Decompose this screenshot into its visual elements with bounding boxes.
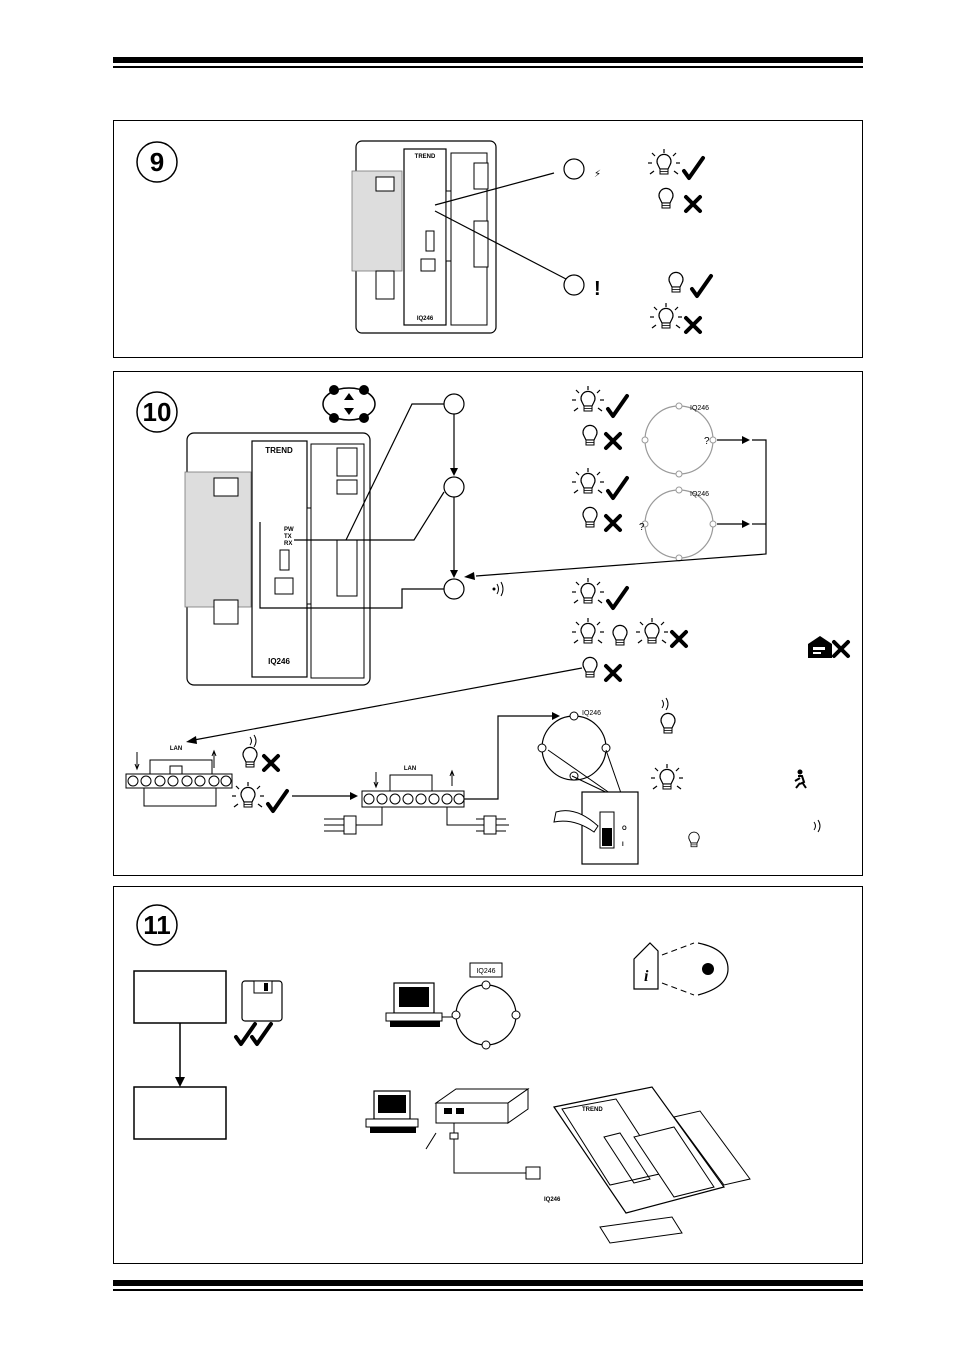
ring-topology-icon xyxy=(322,385,376,423)
lan-ring-1: IQ246 ? xyxy=(641,402,717,478)
warning-icon: ! xyxy=(594,278,601,300)
flow-box-top xyxy=(133,970,227,1024)
step-11-panel: 11 IQ246 i xyxy=(113,886,863,1264)
ring-4-label: IQ246 xyxy=(476,968,495,975)
lan-ring-3: IQ246 xyxy=(537,710,623,797)
ring-3-label: IQ246 xyxy=(582,710,601,717)
lan-ring-4: IQ246 xyxy=(451,962,521,1050)
ring-2-label: IQ246 xyxy=(690,491,709,498)
step-10-diagram: 10 TREND PW TX RX IQ246 xyxy=(125,385,850,865)
ring-2-unknown: ? xyxy=(639,522,645,533)
tx-led-label: TX xyxy=(284,534,292,540)
step-10-number: 10 xyxy=(143,397,172,427)
floppy-disk-icon xyxy=(241,980,283,1022)
step-9-badge xyxy=(136,141,178,183)
laptop-pc-icon xyxy=(365,1090,419,1133)
tick-icon xyxy=(682,156,705,180)
step-11-badge xyxy=(136,904,178,946)
lan-terminal-2: LAN xyxy=(324,766,509,835)
ring-1-unknown: ? xyxy=(704,436,710,447)
double-tick-icon xyxy=(234,1022,273,1046)
lamp-lit-icon xyxy=(649,302,683,329)
top-rule-thin xyxy=(113,66,863,68)
power-led-indicator xyxy=(563,158,585,180)
brand-logo: TREND xyxy=(265,446,293,455)
lamp-off-icon xyxy=(658,187,674,209)
tick-icon xyxy=(690,274,713,298)
lan-1-label: LAN xyxy=(170,746,182,752)
cross-icon xyxy=(684,195,702,213)
step-11-number: 11 xyxy=(143,910,171,940)
flow-node-2 xyxy=(443,476,465,498)
eye-icon xyxy=(661,942,729,996)
rx-led-label: RX xyxy=(284,541,292,547)
step-11-diagram: 11 IQ246 i xyxy=(133,904,751,1244)
cross-icon xyxy=(684,316,702,334)
outstation-cross-icon xyxy=(808,636,850,658)
top-rule-thick xyxy=(113,57,863,63)
flow-node-1 xyxy=(443,393,465,415)
pw-led-label: PW xyxy=(284,527,294,533)
brand-logo: TREND xyxy=(582,1107,603,1113)
interface-box-icon xyxy=(425,1088,536,1174)
lamp-lit-icon xyxy=(647,148,681,175)
alarm-led-indicator xyxy=(563,274,585,296)
iq246-controller-small: TREND IQ246 xyxy=(351,140,497,334)
model-label: IQ246 xyxy=(268,657,290,666)
ring-1-label: IQ246 xyxy=(690,405,709,412)
lan-ring-2: IQ246 ? xyxy=(639,486,717,562)
power-switch: O I xyxy=(553,791,639,865)
model-label: IQ246 xyxy=(417,316,434,322)
bottom-rule-thick xyxy=(113,1280,863,1286)
bottom-rule-thin xyxy=(113,1289,863,1291)
lightning-icon: ⚡ xyxy=(594,169,601,180)
step-10-badge xyxy=(136,391,178,433)
step-9-number: 9 xyxy=(150,147,164,177)
running-person-icon xyxy=(794,769,807,789)
brand-logo: TREND xyxy=(415,154,436,160)
lan-terminal-1: LAN xyxy=(125,746,233,807)
flow-box-bottom xyxy=(133,1086,227,1140)
step-10-panel: 10 TREND PW TX RX IQ246 xyxy=(113,371,863,876)
switch-on-label: I xyxy=(622,842,624,848)
iq246-controller-large: TREND PW TX RX IQ246 xyxy=(184,432,371,686)
switch-off-label: O xyxy=(622,826,627,832)
iq246-controller-isometric: TREND IQ246 xyxy=(525,1086,751,1244)
model-label: IQ246 xyxy=(544,1197,561,1203)
step-9-panel: 9 TREND IQ246 ⚡ ! xyxy=(113,120,863,358)
step-9-diagram: 9 TREND IQ246 ⚡ ! xyxy=(136,140,713,334)
flow-node-3 xyxy=(443,578,465,600)
svg-text:i: i xyxy=(644,968,649,985)
lan-2-label: LAN xyxy=(404,766,416,772)
manual-book-icon: i xyxy=(633,942,659,990)
lamp-off-icon xyxy=(668,271,684,293)
supervisor-pc-icon xyxy=(385,982,458,1027)
